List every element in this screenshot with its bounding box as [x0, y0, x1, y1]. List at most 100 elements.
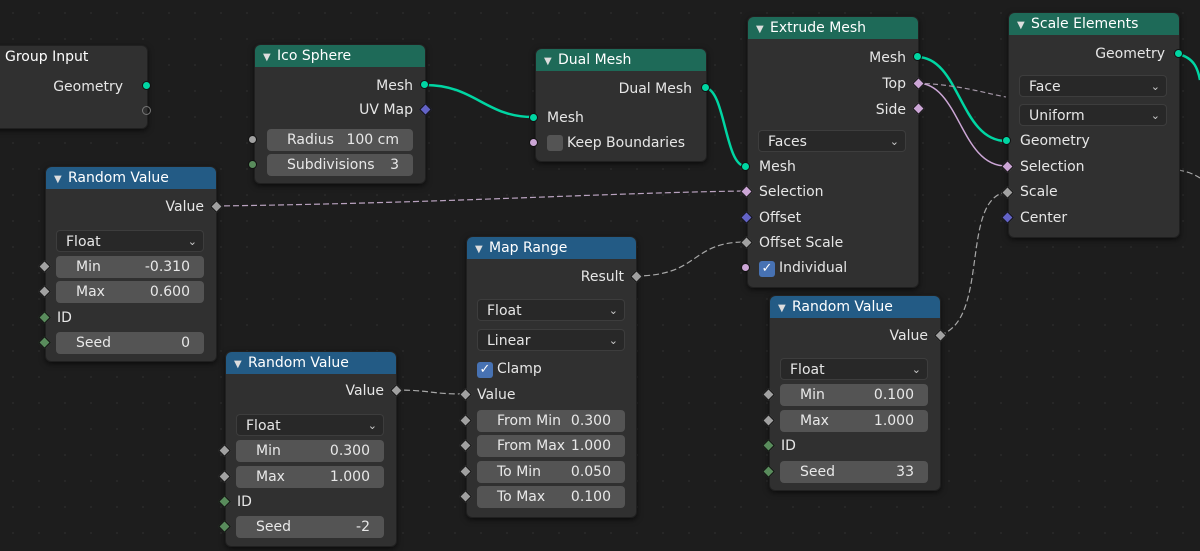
scale-geometry-out-socket[interactable]: [1174, 49, 1183, 58]
collapse-chevron-icon[interactable]: ▼: [263, 52, 271, 63]
scale-elements-header[interactable]: ▼ Scale Elements: [1009, 13, 1179, 35]
node-title: Random Value: [248, 355, 349, 371]
input-mesh-label: Mesh: [759, 159, 796, 175]
seed-label: Seed: [800, 464, 835, 480]
clamp-checkbox[interactable]: ✓: [477, 362, 493, 378]
output-value-label: Value: [889, 328, 928, 344]
output-uvmap-label: UV Map: [359, 102, 413, 118]
chevron-down-icon: ⌄: [187, 235, 197, 248]
max-value: 0.600: [149, 284, 190, 300]
scale-mode-dropdown[interactable]: Uniform⌄: [1019, 104, 1167, 126]
map-range-node[interactable]: ▼Map Range Result Float⌄ Linear⌄ ✓ Clamp…: [466, 236, 637, 518]
individual-checkbox[interactable]: ✓: [759, 261, 775, 277]
collapse-chevron-icon[interactable]: ▼: [756, 24, 764, 35]
to-min-field[interactable]: To Min 0.050: [477, 461, 625, 483]
extrude-mesh-out-socket[interactable]: [913, 52, 922, 61]
link-maprange-to-offsetscale: [634, 241, 746, 277]
output-side-label: Side: [875, 102, 906, 118]
data-type-value: Float: [487, 303, 522, 319]
type-dropdown[interactable]: Float⌄: [56, 230, 204, 252]
to-max-field[interactable]: To Max 0.100: [477, 486, 625, 508]
collapse-chevron-icon[interactable]: ▼: [778, 303, 786, 314]
min-field[interactable]: Min -0.310: [56, 256, 204, 278]
group-input-header[interactable]: Group Input: [0, 46, 147, 68]
ico-sphere-node[interactable]: ▼Ico Sphere Mesh UV Map Radius 100 cm Su…: [254, 44, 426, 184]
link-ico-mesh-to-dual: [424, 83, 534, 119]
min-value: 0.100: [873, 387, 914, 403]
random-value-node-3[interactable]: ▼Random Value Value Float⌄ Min 0.100 Max…: [769, 295, 941, 491]
subdivisions-label: Subdivisions: [287, 157, 375, 173]
random-value-node-2[interactable]: ▼Random Value Value Float⌄ Min 0.300 Max…: [225, 351, 397, 547]
radius-field[interactable]: Radius 100 cm: [267, 129, 413, 151]
max-label: Max: [800, 413, 829, 429]
max-field[interactable]: Max 1.000: [236, 466, 384, 488]
max-field[interactable]: Max 0.600: [56, 281, 204, 303]
chevron-down-icon: ⌄: [367, 419, 377, 432]
extrude-mesh-header[interactable]: ▼ Extrude Mesh: [748, 17, 918, 39]
input-geometry-label: Geometry: [1020, 133, 1090, 149]
from-min-value: 0.300: [570, 413, 611, 429]
output-value-label: Value: [165, 199, 204, 215]
input-value-label: Value: [477, 387, 516, 403]
ico-radius-socket[interactable]: [248, 135, 257, 144]
scale-mode-value: Uniform: [1029, 108, 1085, 124]
mode-dropdown[interactable]: Faces⌄: [758, 130, 906, 152]
to-max-value: 0.100: [570, 489, 611, 505]
link-random3-to-scale: [939, 191, 1007, 336]
input-offset-scale-label: Offset Scale: [759, 235, 844, 251]
min-label: Min: [76, 259, 101, 275]
extrude-mesh-node[interactable]: ▼Extrude Mesh Mesh Top Side Faces⌄ Mesh …: [747, 16, 919, 288]
random-value-node-1[interactable]: ▼Random Value Value Float⌄ Min -0.310 Ma…: [45, 166, 217, 362]
output-geometry-label: Geometry: [1095, 46, 1165, 62]
map-range-header[interactable]: ▼Map Range: [467, 237, 636, 259]
min-value: -0.310: [144, 259, 190, 275]
output-top-label: Top: [882, 76, 906, 92]
interpolation-dropdown[interactable]: Linear⌄: [477, 329, 625, 351]
type-dropdown[interactable]: Float⌄: [780, 358, 928, 380]
output-mesh-label: Mesh: [376, 78, 413, 94]
collapse-chevron-icon[interactable]: ▼: [234, 359, 242, 370]
input-center-label: Center: [1020, 210, 1068, 226]
random-value-header[interactable]: ▼Random Value: [46, 167, 216, 189]
extrude-mesh-in-socket[interactable]: [741, 162, 750, 171]
scale-elements-node[interactable]: ▼Scale Elements Geometry Face⌄ Uniform⌄ …: [1008, 12, 1180, 238]
group-input-node[interactable]: Group Input Geometry: [0, 45, 148, 129]
seed-field[interactable]: Seed 33: [780, 461, 928, 483]
dual-keep-socket[interactable]: [529, 138, 538, 147]
collapse-chevron-icon[interactable]: ▼: [54, 174, 62, 185]
data-type-dropdown[interactable]: Float⌄: [477, 299, 625, 321]
keep-boundaries-checkbox[interactable]: [547, 135, 563, 151]
seed-field[interactable]: Seed -2: [236, 516, 384, 538]
collapse-chevron-icon[interactable]: ▼: [1017, 20, 1025, 31]
subdivisions-field[interactable]: Subdivisions 3: [267, 154, 413, 176]
scale-geometry-in-socket[interactable]: [1002, 136, 1011, 145]
ico-subdivisions-socket[interactable]: [248, 160, 257, 169]
node-title: Scale Elements: [1031, 16, 1139, 32]
ico-mesh-socket[interactable]: [420, 80, 429, 89]
from-max-field[interactable]: From Max 1.000: [477, 435, 625, 457]
node-title: Extrude Mesh: [770, 20, 867, 36]
input-mesh-label: Mesh: [547, 110, 584, 126]
type-dropdown[interactable]: Float⌄: [236, 414, 384, 436]
collapse-chevron-icon[interactable]: ▼: [544, 56, 552, 67]
seed-field[interactable]: Seed 0: [56, 332, 204, 354]
dual-mesh-header[interactable]: ▼Dual Mesh: [536, 49, 706, 71]
dual-output-socket[interactable]: [701, 83, 710, 92]
random-value-header[interactable]: ▼ Random Value: [226, 352, 396, 374]
extrude-individual-socket[interactable]: [741, 263, 750, 272]
min-field[interactable]: Min 0.100: [780, 384, 928, 406]
max-field[interactable]: Max 1.000: [780, 410, 928, 432]
min-field[interactable]: Min 0.300: [236, 440, 384, 462]
min-label: Min: [800, 387, 825, 403]
dual-mesh-node[interactable]: ▼Dual Mesh Dual Mesh Mesh Keep Boundarie…: [535, 48, 707, 162]
random-value-header[interactable]: ▼Random Value: [770, 296, 940, 318]
domain-dropdown[interactable]: Face⌄: [1019, 75, 1167, 97]
from-min-field[interactable]: From Min 0.300: [477, 410, 625, 432]
input-scale-label: Scale: [1020, 184, 1058, 200]
group-input-geometry-socket[interactable]: [142, 81, 151, 90]
id-label: ID: [57, 310, 72, 326]
ico-sphere-header[interactable]: ▼Ico Sphere: [255, 45, 425, 67]
collapse-chevron-icon[interactable]: ▼: [475, 244, 483, 255]
dual-input-mesh-socket[interactable]: [529, 113, 538, 122]
group-input-empty-socket[interactable]: [142, 106, 151, 115]
